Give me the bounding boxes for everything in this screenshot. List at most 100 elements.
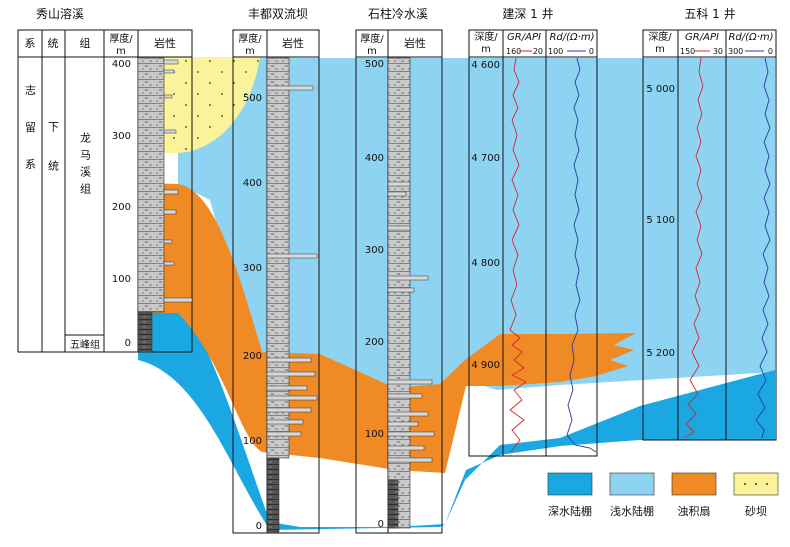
lithology-beds (163, 59, 193, 303)
section-frame (642, 29, 777, 441)
section-frame (17, 29, 193, 353)
header-series: 统 (48, 37, 59, 50)
tick: 200 (112, 202, 131, 213)
thickness-ticks: 500 400 300 200 100 0 (243, 93, 262, 532)
tick: 0 (125, 338, 131, 349)
thickness-ticks: 500 400 300 200 100 0 (365, 59, 384, 530)
section-title: 秀山溶溪 (36, 6, 84, 21)
legend-item-shallow-shelf: 浅水陆棚 (609, 472, 655, 518)
tick: 4 700 (471, 153, 500, 164)
section-title: 建深 1 井 (502, 7, 553, 21)
header-gr: GR/API (685, 32, 719, 43)
gr-min: 150 (680, 47, 695, 56)
turbidite-fan-area (138, 183, 636, 473)
tick: 300 (112, 131, 131, 142)
header-lithology: 岩性 (282, 36, 304, 50)
rd-min: 100 (548, 47, 563, 56)
rd-max: 0 (768, 47, 773, 56)
section-jianshen: 建深 1 井 深度/ m GR/API 160 20 Rd/(Ω·m) 100 … (468, 7, 598, 457)
lithology-beds (266, 85, 318, 437)
legend-item-deep-shelf: 深水陆棚 (547, 472, 593, 518)
header-thickness: 厚度/ (238, 32, 262, 45)
tick: 0 (378, 519, 384, 530)
header-rd: Rd/(Ω·m) (549, 32, 594, 43)
rd-curve (755, 57, 771, 439)
tick: 100 (112, 274, 131, 285)
header-gr: GR/API (507, 32, 541, 43)
depth-ticks: 4 600 4 700 4 800 4 900 (471, 60, 500, 371)
gr-curve (509, 57, 527, 453)
legend-label: 砂坝 (745, 504, 767, 518)
deep-shelf-area (138, 312, 775, 530)
lithology-beds (387, 181, 435, 463)
legend-label: 浅水陆棚 (610, 504, 654, 518)
tick: 5 100 (646, 215, 675, 226)
tick: 5 000 (646, 84, 675, 95)
rd-max: 0 (589, 47, 594, 56)
sand-bar-dots (138, 57, 260, 153)
header-thickness: 厚度/ (360, 32, 384, 45)
section-shizhu: 石柱冷水溪 厚度/ m 岩性 500 400 300 200 100 0 (355, 6, 443, 534)
tick: 200 (365, 337, 384, 348)
rd-min: 300 (728, 47, 743, 56)
section-frame (355, 29, 443, 534)
legend: 深水陆棚 浅水陆棚 浊积扇 砂坝 (547, 472, 779, 518)
header-depth-unit: m (481, 44, 491, 55)
section-wuke: 五科 1 井 深度/ m GR/API 150 30 Rd/(Ω·m) 300 … (642, 7, 777, 441)
lower-formation-name: 五峰组 (70, 338, 100, 351)
header-thickness-unit: m (367, 46, 377, 57)
tick: 4 800 (471, 258, 500, 269)
header-rd: Rd/(Ω·m) (728, 32, 773, 43)
shallow-shelf-area (178, 58, 775, 390)
tick: 4 600 (471, 60, 500, 71)
formation-name: 龙马溪组 (79, 132, 92, 200)
tick: 400 (365, 153, 384, 164)
section-frame (468, 29, 598, 457)
tick: 500 (243, 93, 262, 104)
tick: 100 (243, 436, 262, 447)
system-name: 志留系 (24, 84, 37, 195)
section-frame (232, 29, 320, 534)
legend-label: 深水陆棚 (548, 504, 592, 518)
legend-item-sand-bar: 砂坝 (733, 472, 779, 518)
tick: 300 (365, 245, 384, 256)
legend-label: 浊积扇 (678, 504, 711, 518)
tick: 0 (256, 521, 262, 532)
header-lithology: 岩性 (404, 36, 426, 50)
thickness-ticks: 400 300 200 100 0 (112, 59, 131, 349)
lithology-column (137, 57, 165, 313)
tick: 400 (243, 178, 262, 189)
section-title: 五科 1 井 (684, 7, 735, 21)
series-name: 下统 (47, 121, 60, 199)
lithology-column-lower (387, 479, 399, 529)
section-xiushan: 秀山溶溪 系 统 组 厚度/ m 岩性 志留系 下统 龙马溪组 五峰组 400 … (17, 6, 193, 353)
tick: 5 200 (646, 348, 675, 359)
gr-min: 160 (506, 47, 521, 56)
header-thickness-unit: m (245, 46, 255, 57)
gr-max: 20 (533, 47, 543, 56)
header-system: 系 (25, 37, 36, 50)
lithology-column-lower (137, 311, 153, 353)
section-title: 石柱冷水溪 (368, 6, 428, 21)
legend-item-turbidite-fan: 浊积扇 (671, 472, 717, 518)
rd-curve (566, 57, 597, 453)
facies-layers (138, 57, 775, 530)
header-lithology: 岩性 (154, 36, 176, 50)
lithology-column (387, 57, 411, 529)
tick: 400 (112, 59, 131, 70)
header-formation: 组 (80, 36, 91, 50)
tick: 500 (365, 59, 384, 70)
gr-max: 30 (713, 47, 723, 56)
tick: 100 (365, 429, 384, 440)
header-depth-unit: m (655, 44, 665, 55)
header-thickness-unit: m (116, 46, 126, 57)
depth-ticks: 5 000 5 100 5 200 (646, 84, 675, 359)
section-fengdu: 丰都双流坝 厚度/ m 岩性 500 400 300 200 100 0 (232, 7, 320, 534)
tick: 300 (243, 263, 262, 274)
tick: 4 900 (471, 360, 500, 371)
section-title: 丰都双流坝 (248, 7, 308, 21)
header-depth: 深度/ (648, 30, 672, 43)
tick: 200 (243, 351, 262, 362)
gr-curve (683, 57, 704, 439)
